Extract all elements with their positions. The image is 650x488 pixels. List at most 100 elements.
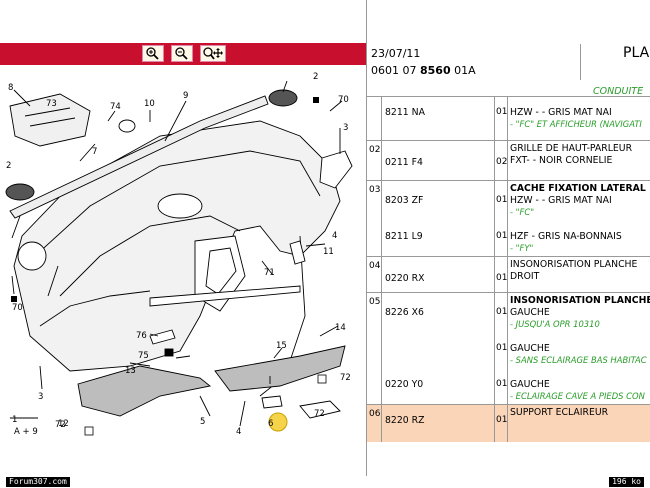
zoom-in-icon <box>143 46 163 61</box>
callout-74: 74 <box>110 102 121 112</box>
diagram-toolbar <box>0 43 366 65</box>
row-ref: 02 <box>369 145 381 155</box>
zoom-fit-button[interactable] <box>200 45 226 62</box>
footer-bar: Forum307.com 196 ko <box>0 476 650 488</box>
column-divider <box>507 405 508 442</box>
column-divider <box>507 97 508 140</box>
part-qty: 01 <box>496 273 508 283</box>
part-qty: 01 <box>496 343 508 353</box>
part-code: 0220 RX <box>385 273 425 284</box>
column-divider <box>494 293 495 404</box>
callout-5: 5 <box>200 417 205 427</box>
column-divider <box>381 181 382 256</box>
zoom-out-button[interactable] <box>171 45 193 62</box>
part-desc: INSONORISATION PLANCHE <box>510 259 638 270</box>
callout-75: 75 <box>138 351 149 361</box>
callout-72: 72 <box>340 373 351 383</box>
part-code: 0220 Y0 <box>385 379 424 390</box>
part-note: - "FC" <box>510 207 535 217</box>
part-note: - "FY" <box>510 243 534 253</box>
file-size-label: 196 ko <box>609 477 644 487</box>
part-code: 8226 X6 <box>385 307 424 318</box>
column-divider <box>494 257 495 292</box>
part-desc-2: DROIT <box>510 271 540 282</box>
column-divider <box>381 97 382 140</box>
part-code: 0211 F4 <box>385 157 423 168</box>
callout-73: 73 <box>46 99 57 109</box>
callout-8: 8 <box>8 83 13 93</box>
callout-14: 14 <box>335 323 346 333</box>
callout-13: 13 <box>125 366 136 376</box>
column-divider <box>507 257 508 292</box>
zoom-fit-icon <box>201 46 225 61</box>
part-qty: 01 <box>496 107 508 117</box>
catalog-date: 23/07/11 <box>371 47 421 60</box>
callout-72: 72 <box>55 420 66 430</box>
part-code: 8203 ZF <box>385 195 424 206</box>
part-desc-2: FXT- - NOIR CORNELIE <box>510 155 613 166</box>
part-qty: 01 <box>496 195 508 205</box>
callout-6: 6 <box>268 419 273 429</box>
row-ref: 03 <box>369 185 381 195</box>
column-divider <box>507 293 508 404</box>
column-divider <box>381 293 382 404</box>
forum-label: Forum307.com <box>6 477 70 487</box>
part-desc: GAUCHE <box>510 343 550 354</box>
part-desc: HZF - GRIS NA-BONNAIS <box>510 231 622 242</box>
highlight-callout-6 <box>268 412 288 432</box>
part-qty: 01 <box>496 307 508 317</box>
callout-15: 15 <box>276 341 287 351</box>
part-desc: HZW - - GRIS MAT NAI <box>510 195 612 206</box>
column-divider <box>494 405 495 442</box>
callout-2: 2 <box>6 161 11 171</box>
page-title: PLA <box>623 45 650 61</box>
zoom-in-button[interactable] <box>142 45 164 62</box>
callout-10: 10 <box>144 99 155 109</box>
conduite-label: CONDUITE <box>593 86 644 97</box>
part-note: - JUSQU'A OPR 10310 <box>510 319 600 329</box>
callout-72: 72 <box>314 409 325 419</box>
column-divider <box>507 181 508 256</box>
column-divider <box>381 141 382 180</box>
column-divider <box>494 141 495 180</box>
part-qty: 01 <box>496 379 508 389</box>
header-separator <box>580 44 581 80</box>
part-desc: GAUCHE <box>510 307 550 318</box>
callout-76: 76 <box>136 331 147 341</box>
row-title: CACHE FIXATION LATERAL <box>510 183 646 194</box>
column-divider <box>381 257 382 292</box>
catalog-code: 0601 07 8560 01A <box>371 64 476 77</box>
callout-11: 11 <box>323 247 334 257</box>
part-desc: SUPPORT ECLAIREUR <box>510 407 609 418</box>
row-title: INSONORISATION PLANCHE <box>510 295 650 306</box>
part-qty: 01 <box>496 231 508 241</box>
part-qty: 02 <box>496 157 508 167</box>
callout-70: 70 <box>12 303 23 313</box>
part-code: 8211 L9 <box>385 231 423 242</box>
callout-71: 71 <box>264 268 275 278</box>
part-desc: HZW - - GRIS MAT NAI <box>510 107 612 118</box>
part-code: 8220 RZ <box>385 415 425 426</box>
column-divider <box>507 141 508 180</box>
row-ref: 05 <box>369 297 381 307</box>
callout-4: 4 <box>332 231 337 241</box>
part-desc: GRILLE DE HAUT-PARLEUR <box>510 143 633 154</box>
callout-3: 3 <box>343 123 348 133</box>
part-note: - SANS ECLAIRAGE BAS HABITAC <box>510 355 647 365</box>
part-qty: 01 <box>496 415 508 425</box>
callout-70: 70 <box>338 95 349 105</box>
row-ref: 04 <box>369 261 381 271</box>
column-divider <box>494 97 495 140</box>
callout-1: 1 <box>12 415 17 425</box>
callout-4: 4 <box>236 427 241 437</box>
column-divider <box>494 181 495 256</box>
row-ref: 06 <box>369 409 381 419</box>
